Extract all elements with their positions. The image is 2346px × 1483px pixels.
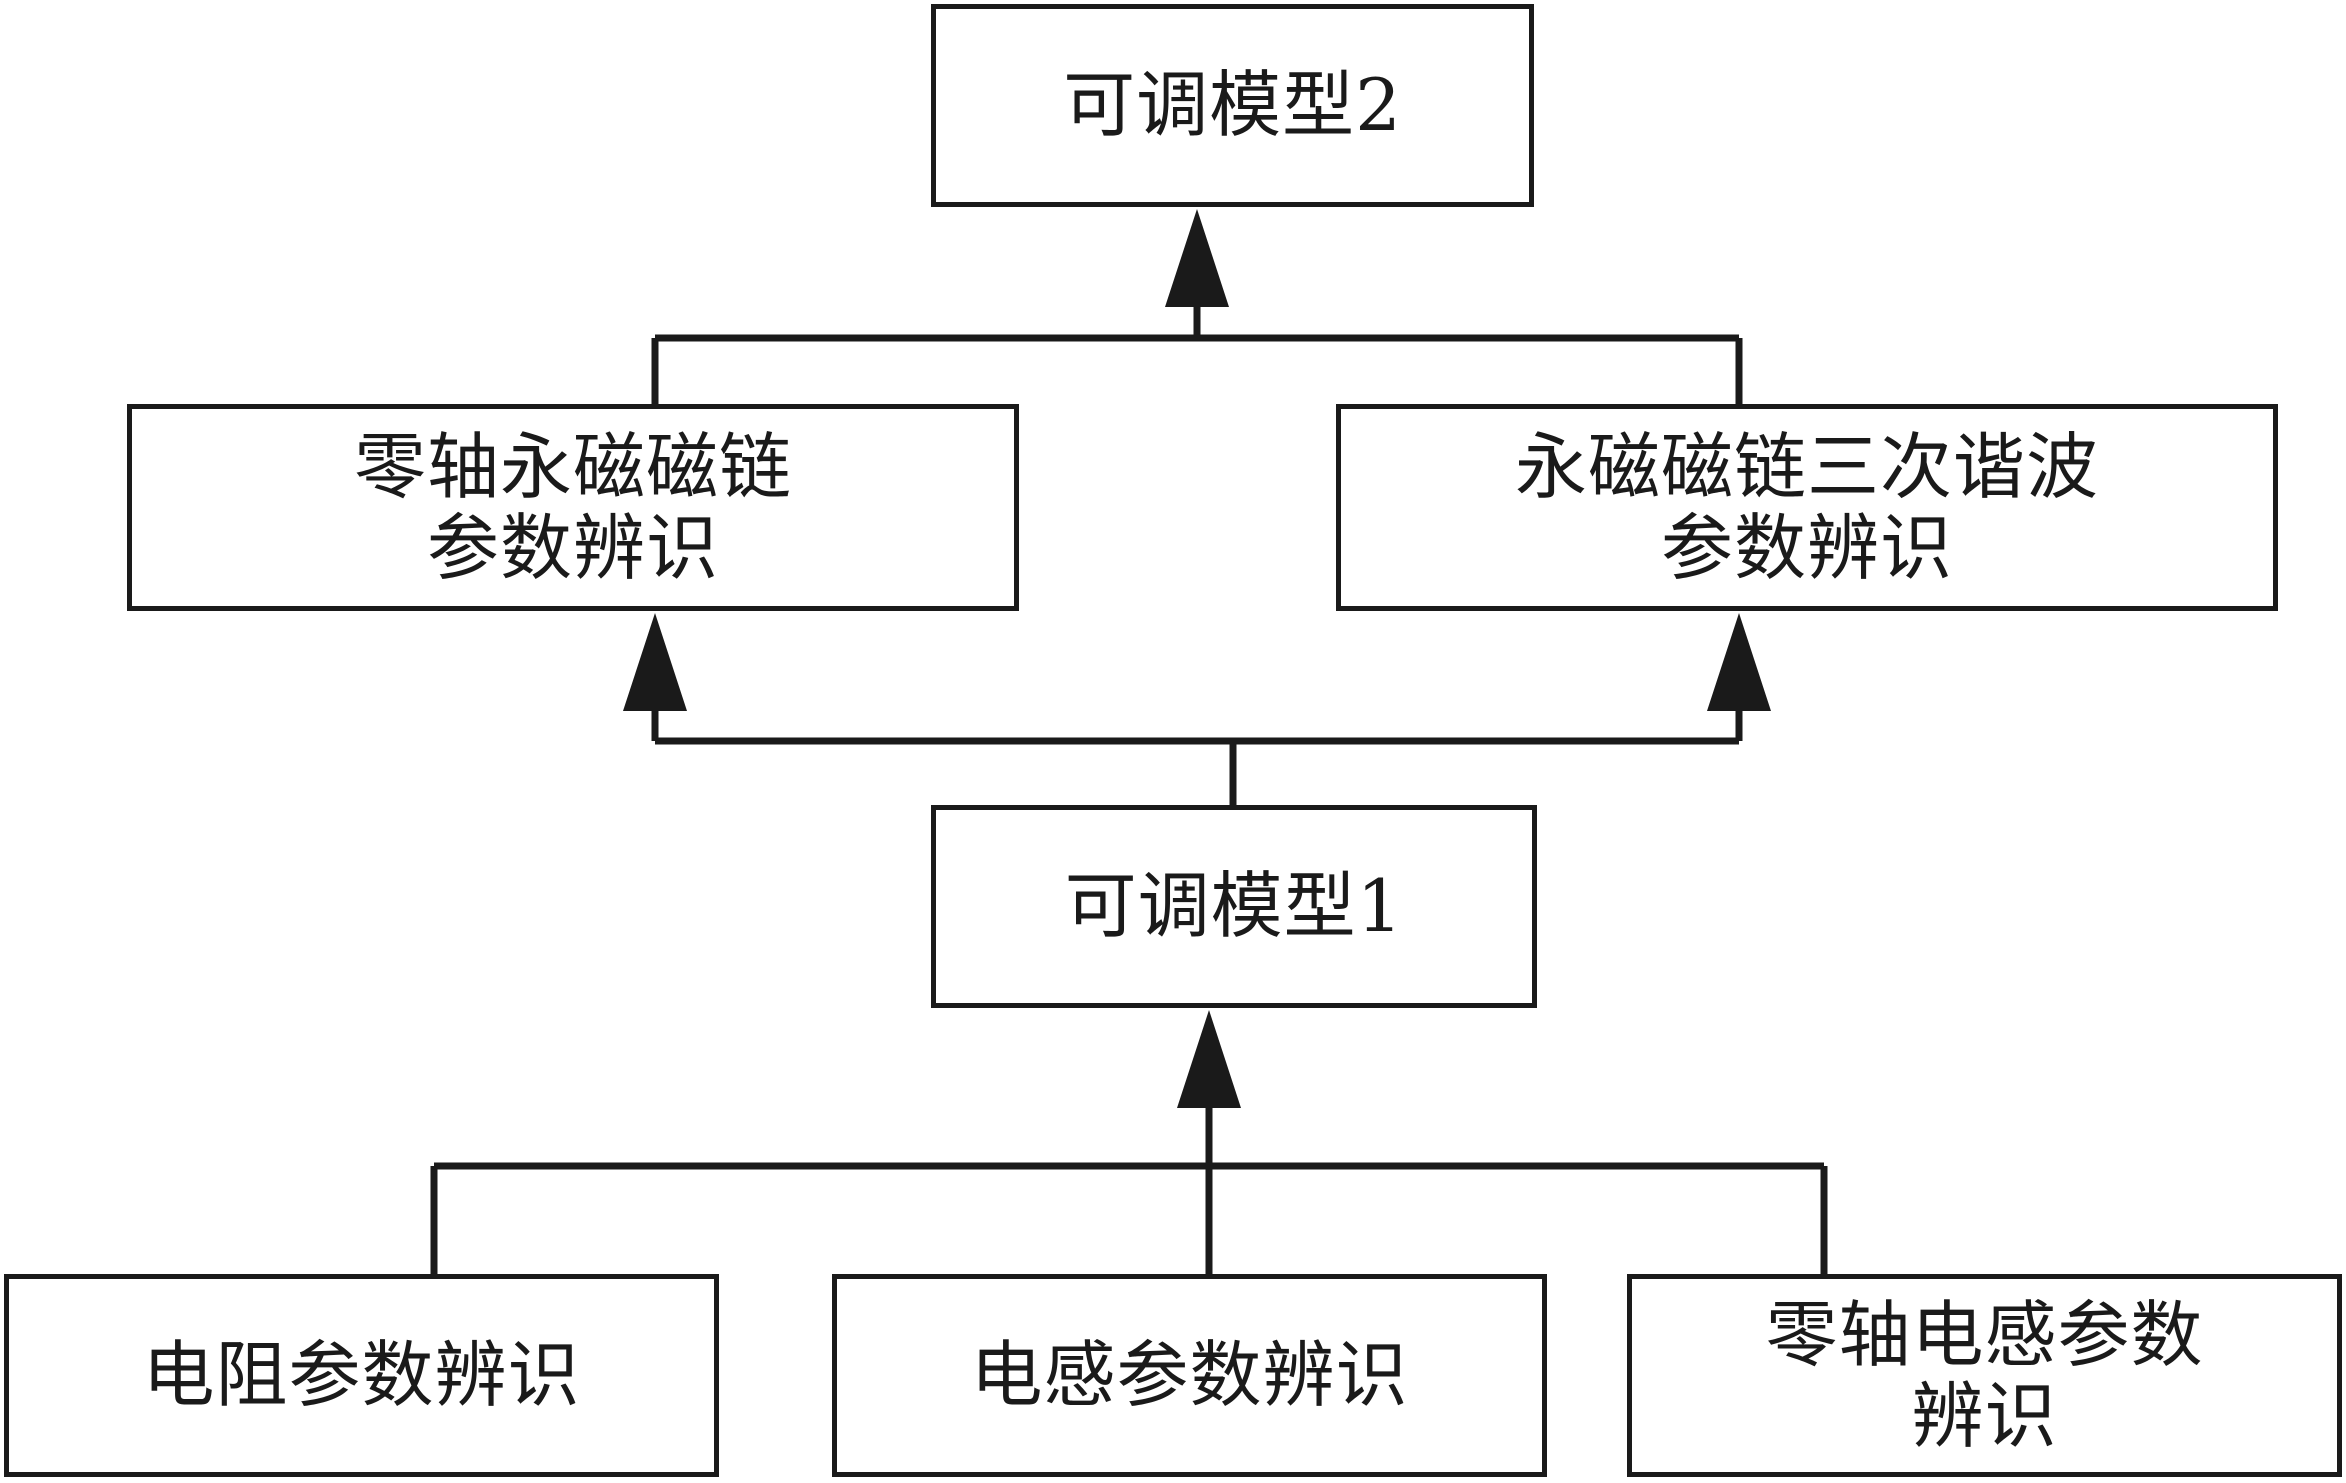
node-label: 零轴电感参数 辨识 bbox=[1765, 1292, 2204, 1458]
node-inductance-identification: 电感参数辨识 bbox=[832, 1274, 1547, 1477]
arrowhead-to-model1 bbox=[1177, 1010, 1241, 1108]
node-zero-axis-inductance-identification: 零轴电感参数 辨识 bbox=[1627, 1274, 2342, 1477]
node-label: 电阻参数辨识 bbox=[142, 1333, 581, 1418]
node-adjustable-model-2: 可调模型2 bbox=[931, 4, 1534, 207]
node-label: 零轴永磁磁链 参数辨识 bbox=[353, 424, 792, 590]
node-label: 永磁磁链三次谐波 参数辨识 bbox=[1514, 424, 2099, 590]
arrowhead-to-zero-axis-flux bbox=[623, 613, 687, 711]
node-harmonic-flux-identification: 永磁磁链三次谐波 参数辨识 bbox=[1336, 404, 2278, 611]
node-label: 可调模型2 bbox=[1063, 63, 1402, 148]
node-resistance-identification: 电阻参数辨识 bbox=[4, 1274, 719, 1477]
node-label: 可调模型1 bbox=[1064, 864, 1404, 949]
arrowhead-to-model2 bbox=[1165, 209, 1229, 307]
node-zero-axis-flux-identification: 零轴永磁磁链 参数辨识 bbox=[127, 404, 1019, 611]
node-adjustable-model-1: 可调模型1 bbox=[931, 805, 1537, 1008]
node-label: 电感参数辨识 bbox=[970, 1333, 1409, 1418]
arrowhead-to-harmonic-flux bbox=[1707, 613, 1771, 711]
